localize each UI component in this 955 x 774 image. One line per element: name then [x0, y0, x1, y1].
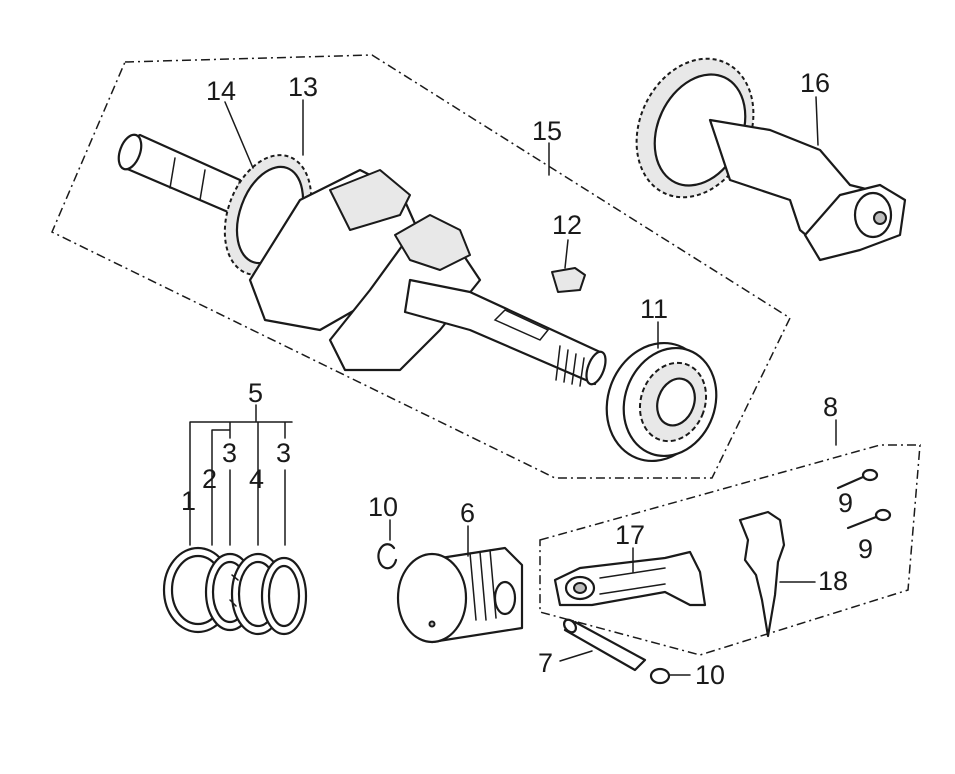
callout-12: 12: [552, 210, 583, 240]
callout-4: 4: [249, 464, 265, 494]
callout-17: 17: [615, 520, 646, 550]
callout-7: 7: [538, 648, 554, 678]
callout-10-upper: 10: [368, 492, 399, 522]
woodruff-key: [551, 267, 586, 293]
piston: [396, 546, 524, 644]
group-box-8: [539, 444, 921, 656]
leader-lines: [189, 96, 837, 676]
connecting-rod: [553, 550, 707, 607]
callout-13: 13: [288, 72, 319, 102]
group-box-15: [51, 54, 791, 479]
piston-ring-set: [162, 546, 308, 636]
rod-bolt-upper: [836, 468, 879, 490]
callout-9-lower: 9: [858, 534, 874, 564]
callout-3a: 3: [222, 438, 238, 468]
ball-bearing: [605, 341, 718, 463]
callout-3b: 3: [276, 438, 292, 468]
crankshaft: [117, 133, 607, 387]
circlip-upper: [377, 543, 398, 570]
callout-2: 2: [202, 464, 218, 494]
callout-16: 16: [800, 68, 831, 98]
callout-8: 8: [823, 392, 839, 422]
callout-5: 5: [248, 378, 264, 408]
camshaft: [635, 57, 907, 262]
callout-9-upper: 9: [838, 488, 854, 518]
callout-14: 14: [206, 76, 237, 106]
callout-15: 15: [532, 116, 563, 146]
callout-10-lower: 10: [695, 660, 726, 690]
rod-cap: [738, 510, 786, 638]
callout-11: 11: [640, 294, 669, 324]
callout-18: 18: [818, 566, 849, 596]
callout-6: 6: [460, 498, 476, 528]
callout-1: 1: [181, 486, 197, 516]
circlip-lower: [649, 667, 671, 685]
piston-pin: [563, 620, 647, 672]
rod-bolt-lower: [846, 508, 892, 530]
